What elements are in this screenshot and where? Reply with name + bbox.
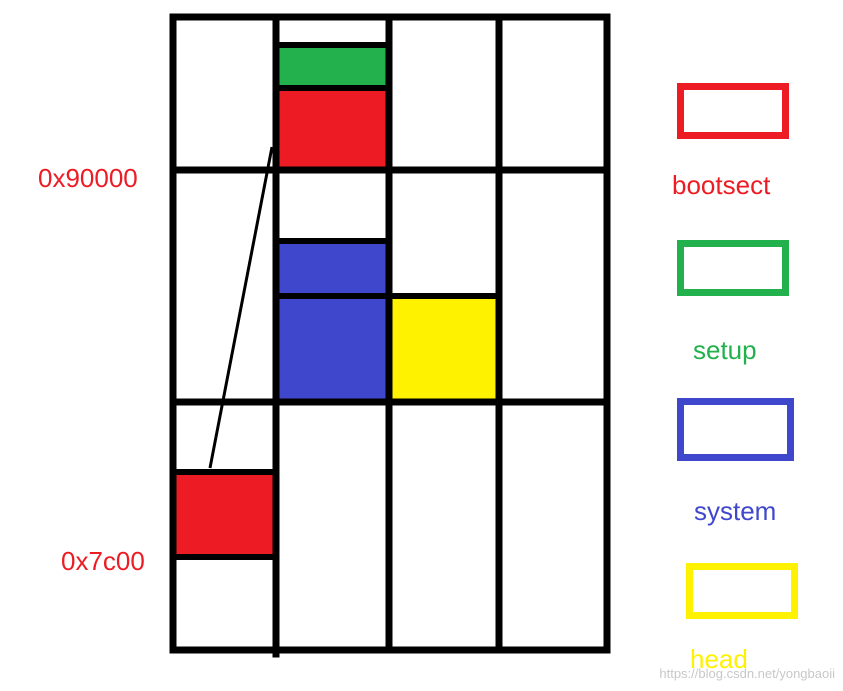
legend-system-label: system xyxy=(694,496,777,526)
system-block-upper xyxy=(277,243,388,295)
system-block-lower xyxy=(277,297,388,402)
legend-bootsect-label: bootsect xyxy=(672,170,771,200)
legend-head-swatch xyxy=(686,563,798,619)
legend-bootsect-swatch xyxy=(677,83,789,139)
legend-system-swatch xyxy=(677,398,794,461)
block-borders xyxy=(173,42,499,560)
legend-head-label: head xyxy=(690,644,748,674)
bootsect-block-original xyxy=(176,474,276,556)
legend-setup-swatch xyxy=(677,240,789,296)
address-label-top: 0x90000 xyxy=(38,163,138,193)
bootsect-block-moved xyxy=(277,89,388,168)
memory-grid xyxy=(169,13,611,658)
head-block xyxy=(390,297,498,402)
address-label-bottom: 0x7c00 xyxy=(61,546,145,576)
watermark: https://blog.csdn.net/yongbaoii xyxy=(659,666,835,681)
move-line xyxy=(208,146,274,469)
legend-setup-label: setup xyxy=(693,335,757,365)
setup-block xyxy=(277,47,388,87)
